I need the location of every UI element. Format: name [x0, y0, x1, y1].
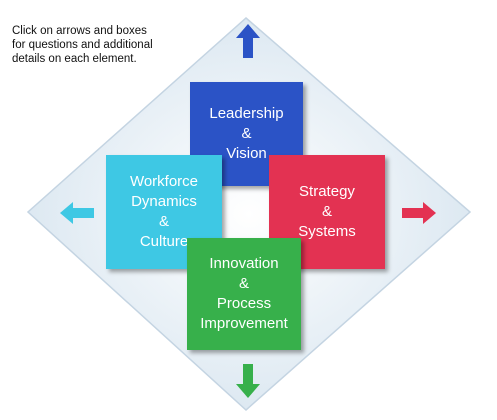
strategy-systems-label: Strategy & Systems	[298, 183, 356, 240]
up-arrow[interactable]	[236, 24, 260, 58]
arrow-right-icon	[402, 202, 436, 224]
arrow-up-icon	[236, 24, 260, 58]
innovation-process-label: Innovation & Process Improvement	[200, 255, 288, 332]
innovation-process-box[interactable]: Innovation & Process Improvement	[187, 238, 301, 350]
workforce-dynamics-label: Workforce Dynamics & Culture	[129, 173, 199, 250]
instructions-text: Click on arrows and boxes for questions …	[12, 25, 153, 65]
arrow-left-icon	[60, 202, 94, 224]
right-arrow[interactable]	[402, 202, 436, 224]
left-arrow[interactable]	[60, 202, 94, 224]
down-arrow[interactable]	[236, 364, 260, 398]
arrow-down-icon	[236, 364, 260, 398]
leadership-vision-label: Leadership & Vision	[209, 105, 284, 162]
